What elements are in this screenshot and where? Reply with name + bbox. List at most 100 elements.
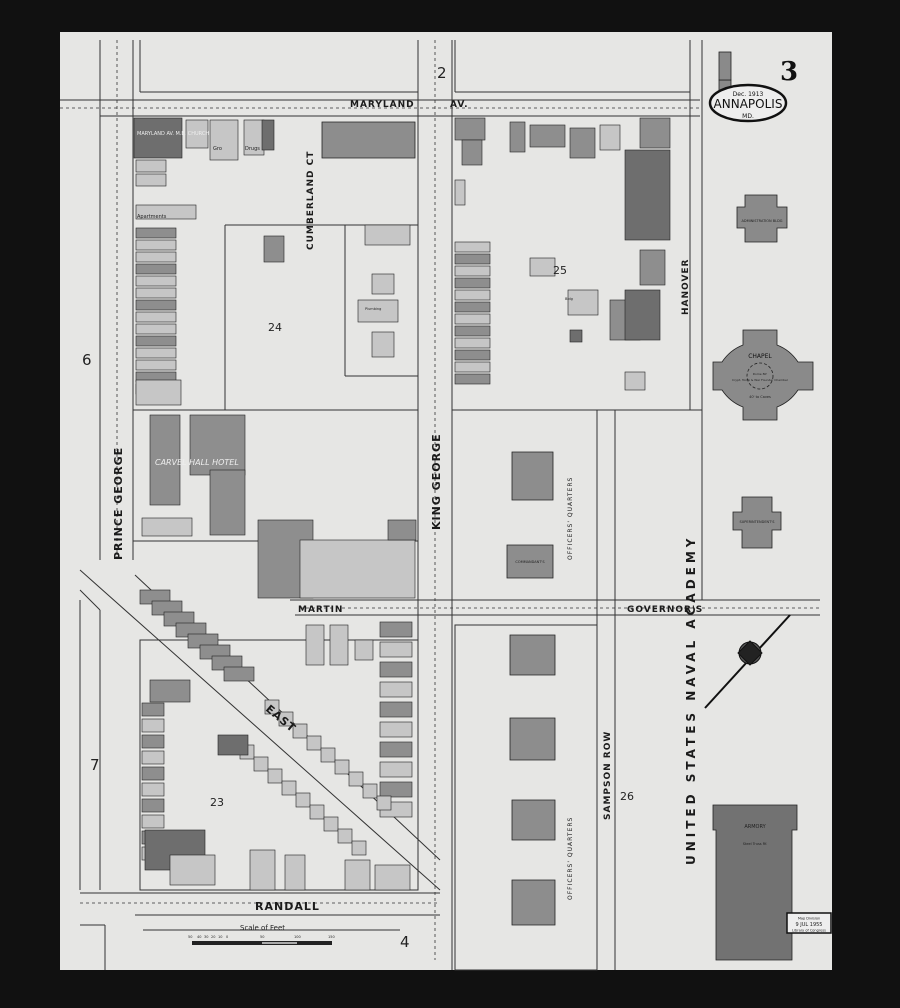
block-number: 26 <box>620 790 634 803</box>
street-prince-george: PRINCE GEORGE <box>112 447 125 560</box>
block-number: 23 <box>210 796 224 809</box>
building <box>454 301 491 313</box>
chapel-dome: Dome 80' <box>753 372 768 376</box>
building <box>135 275 177 287</box>
scale-tick: 0 <box>226 935 228 939</box>
administration-building <box>736 194 788 243</box>
building <box>379 621 413 638</box>
title-oval <box>708 83 788 123</box>
state-name: MD. <box>742 113 754 120</box>
building <box>379 701 413 718</box>
scale-tick: 150 <box>328 935 335 939</box>
building <box>509 121 526 153</box>
building <box>567 289 599 316</box>
gate-building <box>718 51 732 81</box>
armory-note: Steel Truss Rf. <box>743 842 768 846</box>
stamp-line2: 9 JUL 1955 <box>795 922 822 928</box>
commandant-label: COMMANDANT'S <box>515 560 545 564</box>
building <box>135 239 177 251</box>
building <box>454 361 491 373</box>
building <box>135 263 177 275</box>
building <box>639 117 671 149</box>
building <box>223 666 255 682</box>
building <box>371 273 395 295</box>
building <box>306 735 322 751</box>
building <box>149 679 191 703</box>
building <box>379 681 413 698</box>
building <box>379 781 413 798</box>
street-martin: MARTIN <box>298 605 343 615</box>
building <box>357 299 399 323</box>
building <box>278 711 294 727</box>
building <box>209 119 239 161</box>
building <box>454 179 466 206</box>
building <box>529 257 556 277</box>
building <box>135 227 177 239</box>
building <box>135 359 177 371</box>
building <box>379 741 413 758</box>
city-name: ANNAPOLIS <box>714 97 783 111</box>
building <box>141 798 165 813</box>
chapel-building <box>712 329 814 421</box>
building <box>253 756 269 772</box>
building <box>323 816 339 832</box>
building <box>379 721 413 738</box>
sheet-number: 3 <box>780 57 798 87</box>
building <box>185 119 209 149</box>
building <box>267 768 283 784</box>
apartments-label: Apartments <box>137 214 167 220</box>
scale-bar: Scale of Feet <box>192 924 332 945</box>
naval-academy-label: UNITED STATES NAVAL ACADEMY <box>684 535 698 866</box>
building <box>135 159 167 173</box>
building <box>141 782 165 797</box>
building <box>461 139 483 166</box>
building <box>351 840 367 856</box>
building <box>599 124 621 151</box>
building <box>189 414 246 476</box>
building <box>264 699 280 715</box>
building <box>141 766 165 781</box>
building <box>344 859 371 891</box>
building <box>141 814 165 829</box>
building <box>454 289 491 301</box>
building <box>261 119 275 151</box>
building <box>364 224 411 246</box>
superintendent-label: SUPERINTENDENT'S <box>739 520 775 524</box>
building <box>292 723 308 739</box>
officers-quarters-label: OFFICERS' QUARTERS <box>567 817 574 900</box>
street-east: EAST <box>263 702 299 735</box>
building <box>135 173 167 187</box>
scale-tick: 100 <box>294 935 301 939</box>
building <box>379 641 413 658</box>
bldg-label: Bldg <box>565 297 573 301</box>
building <box>299 539 416 599</box>
building <box>454 241 491 253</box>
officers-quarters <box>321 121 556 926</box>
scale-ticks: 50 40 30 20 10 0 50 100 150 <box>188 935 335 939</box>
building <box>624 149 671 241</box>
chapel-height: 40' to Caves <box>749 395 771 399</box>
drugs-label: Drugs <box>245 146 260 152</box>
building <box>141 517 193 537</box>
building <box>454 349 491 361</box>
street-lines <box>60 40 820 971</box>
building <box>217 734 249 756</box>
block-number: 25 <box>553 264 567 277</box>
building <box>639 249 666 286</box>
building <box>141 718 165 733</box>
scale-tick: 20 <box>211 935 215 939</box>
building <box>135 299 177 311</box>
building <box>569 127 596 159</box>
armory-building <box>712 804 798 961</box>
building <box>135 251 177 263</box>
building <box>135 323 177 335</box>
building <box>284 854 306 891</box>
block-number: 24 <box>268 321 282 334</box>
building <box>387 519 417 541</box>
adjacent-sheet-top: 2 <box>437 64 447 82</box>
building <box>209 469 246 536</box>
building <box>454 253 491 265</box>
building <box>374 864 411 891</box>
grocery-label: Gro <box>213 146 222 152</box>
